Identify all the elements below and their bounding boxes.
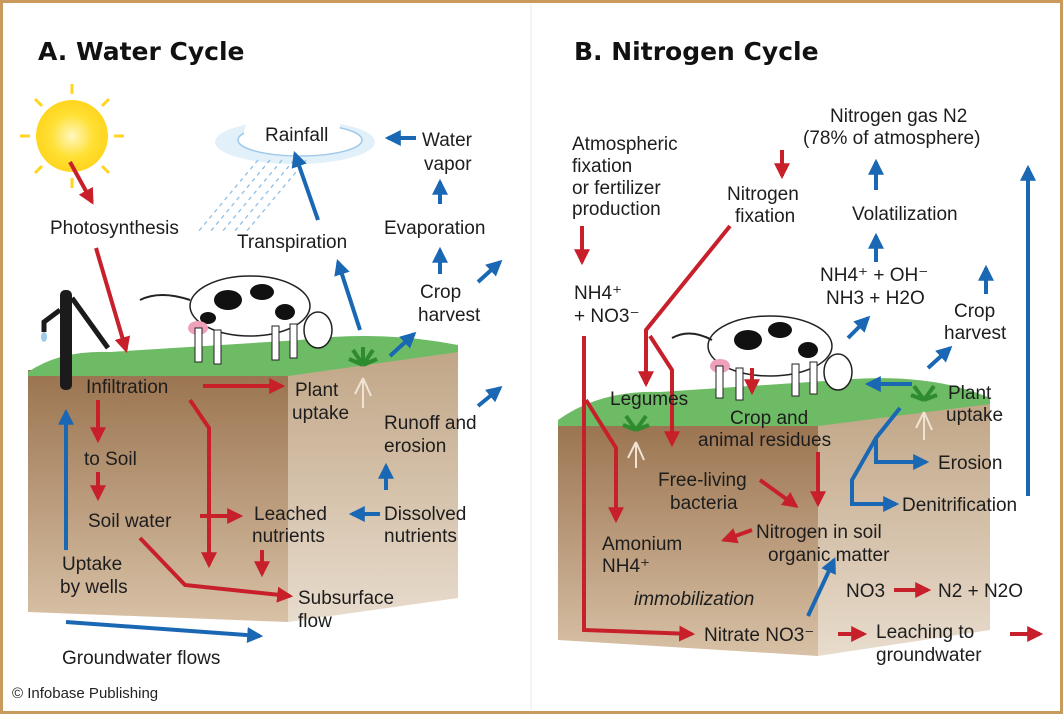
label-soil-water: Soil water: [88, 511, 172, 532]
label-n-crop-harvest-2: harvest: [944, 323, 1007, 344]
label-no3: NO3: [846, 581, 885, 602]
label-water-vapor-1: Water: [422, 130, 473, 151]
label-subsurface-1: Subsurface: [298, 588, 394, 609]
label-crop-harvest-2: harvest: [418, 305, 481, 326]
n-plant-icon: [910, 384, 938, 440]
sun-icon: [20, 84, 124, 188]
grass-top: [28, 336, 458, 376]
label-n-fixation-2: fixation: [735, 206, 795, 227]
label-rainfall: Rainfall: [265, 125, 328, 146]
label-leached-2: nutrients: [252, 526, 325, 547]
label-denitrification: Denitrification: [902, 495, 1017, 516]
nitrogen-red-arrows: [574, 150, 1044, 642]
title-water-cycle: A. Water Cycle: [38, 37, 245, 66]
soil-block-side: [288, 345, 458, 622]
cloud-icon: [215, 108, 375, 164]
label-water-vapor-2: vapor: [424, 154, 472, 175]
label-to-soil: to Soil: [84, 449, 137, 470]
label-n-crop-harvest-1: Crop: [954, 301, 995, 322]
cow-icon: [139, 275, 333, 365]
water-pump-icon: [41, 290, 111, 390]
label-amonium-1: Amonium: [602, 534, 682, 555]
label-amonium-2: NH4⁺: [602, 556, 650, 577]
water-cycle-panel: Rainfall Water vapor Photosynthesis Evap…: [20, 84, 503, 669]
label-nh3-h2o: NH3 + H2O: [826, 288, 925, 309]
plant-icon: [348, 347, 378, 408]
label-residues-1: Crop and: [730, 408, 808, 429]
label-uptake-wells-2: by wells: [60, 577, 128, 598]
water-blue-arrows: [58, 130, 503, 644]
label-atmospheric-4: production: [572, 199, 661, 220]
water-red-arrows: [68, 161, 294, 603]
title-nitrogen-cycle: B. Nitrogen Cycle: [574, 37, 819, 66]
label-transpiration: Transpiration: [237, 232, 347, 253]
label-residues-2: animal residues: [698, 430, 831, 451]
n-cow-icon: [671, 315, 853, 401]
label-erosion: Erosion: [938, 453, 1002, 474]
label-atmospheric-1: Atmospheric: [572, 134, 678, 155]
label-leaching-1: Leaching to: [876, 622, 974, 643]
label-evaporation: Evaporation: [384, 218, 485, 239]
label-n2-n2o: N2 + N2O: [938, 581, 1023, 602]
label-plant-uptake-2: uptake: [292, 403, 349, 424]
label-nitrate: Nitrate NO3⁻: [704, 625, 814, 646]
label-n-soil-1: Nitrogen in soil: [756, 522, 882, 543]
label-photosynthesis: Photosynthesis: [50, 218, 179, 239]
label-nh4-no3-2: + NO3⁻: [574, 306, 639, 327]
label-atmospheric-3: or fertilizer: [572, 178, 661, 199]
label-n2-gas-1: Nitrogen gas N2: [830, 106, 967, 127]
label-uptake-wells-1: Uptake: [62, 554, 122, 575]
label-runoff-2: erosion: [384, 436, 446, 457]
label-n2-gas-2: (78% of atmosphere): [803, 128, 980, 149]
label-n-soil-2: organic matter: [768, 545, 890, 566]
credit-line: © Infobase Publishing: [12, 685, 158, 702]
label-nh4-oh: NH4⁺ + OH⁻: [820, 265, 928, 286]
label-groundwater: Groundwater flows: [62, 648, 220, 669]
label-leached-1: Leached: [254, 504, 327, 525]
label-dissolved-1: Dissolved: [384, 504, 466, 525]
label-atmospheric-2: fixation: [572, 156, 632, 177]
label-n-plant-uptake-2: uptake: [946, 405, 1003, 426]
label-plant-uptake-1: Plant: [295, 380, 339, 401]
label-n-fixation-1: Nitrogen: [727, 184, 799, 205]
nitrogen-blue-arrows: [806, 158, 1036, 617]
label-free-living-2: bacteria: [670, 493, 738, 514]
nitrogen-cycle-panel: Nitrogen gas N2 (78% of atmosphere) Atmo…: [558, 106, 1044, 666]
label-runoff-1: Runoff and: [384, 413, 477, 434]
label-nh4-no3-1: NH4⁺: [574, 283, 622, 304]
n-soil-block-front: [558, 420, 818, 656]
rain-streaks: [197, 159, 307, 233]
legume-plant-icon: [622, 414, 650, 468]
label-immobilization: immobilization: [634, 589, 754, 610]
label-infiltration: Infiltration: [86, 377, 168, 398]
label-dissolved-2: nutrients: [384, 526, 457, 547]
label-free-living-1: Free-living: [658, 470, 747, 491]
n-grass-top: [558, 378, 990, 426]
label-subsurface-2: flow: [298, 611, 332, 632]
label-leaching-2: groundwater: [876, 645, 982, 666]
label-crop-harvest-1: Crop: [420, 282, 461, 303]
label-n-plant-uptake-1: Plant: [948, 383, 992, 404]
label-legumes: Legumes: [610, 389, 688, 410]
label-volatilization: Volatilization: [852, 204, 958, 225]
